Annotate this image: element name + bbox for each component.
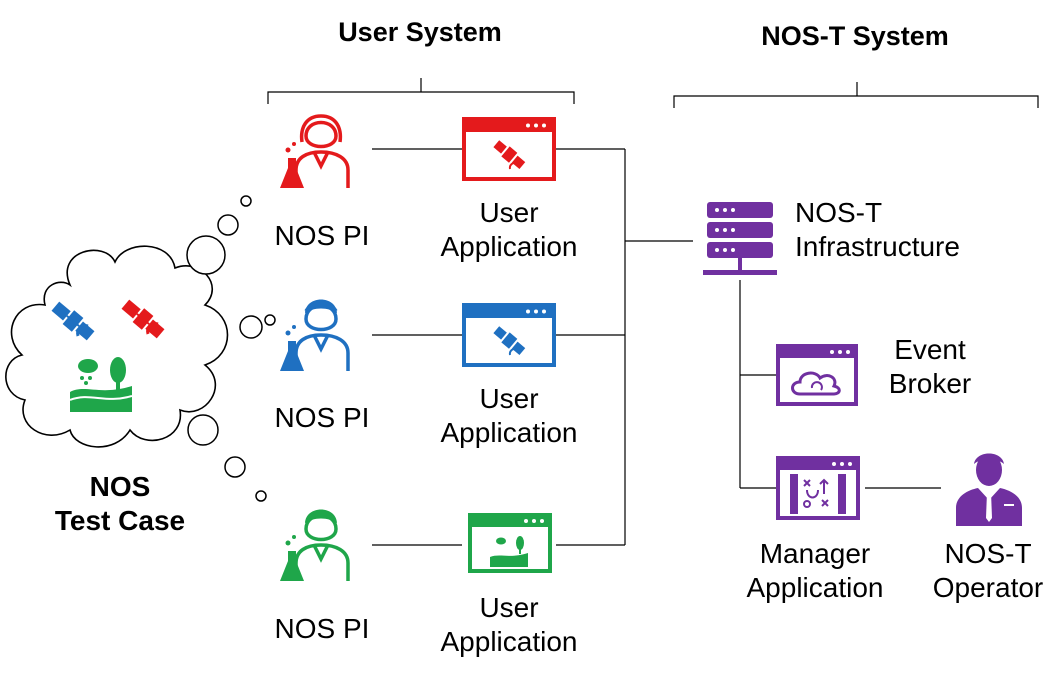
- event-broker-label: Event Broker: [888, 334, 972, 399]
- user-system-brace: [267, 78, 575, 104]
- nos-test-case-label: NOS Test Case: [54, 471, 186, 536]
- server-icon: [703, 202, 777, 275]
- user-application-label: User Application: [440, 197, 578, 262]
- thought-bubble: [255, 490, 267, 502]
- thought-bubble: [187, 414, 219, 446]
- application-window-icon: [462, 117, 556, 181]
- nost-system-brace: [673, 82, 1039, 108]
- user-application-label: User Application: [440, 383, 578, 448]
- scientist-icon: [280, 299, 350, 371]
- nost-system-heading: NOS-T System: [761, 21, 949, 51]
- nost-operator-label: NOS-T Operator: [932, 538, 1044, 603]
- manager-application-label: Manager Application: [746, 538, 884, 603]
- application-window-icon: [468, 513, 552, 573]
- satellite-icon: [121, 299, 165, 339]
- operator-icon: [956, 453, 1022, 526]
- scientist-icon: [280, 114, 350, 188]
- application-window-icon: [462, 303, 556, 367]
- user-system-heading: User System: [338, 17, 502, 47]
- thought-bubble: [240, 195, 252, 207]
- pi-label: NOS PI: [274, 613, 370, 644]
- cloud-sync-window-icon: [776, 344, 858, 406]
- strategy-window-icon: [776, 456, 860, 520]
- landscape-icon: [70, 357, 132, 412]
- satellite-icon: [51, 301, 95, 341]
- scientist-icon: [280, 509, 350, 581]
- thought-cloud: [5, 245, 229, 448]
- thought-bubble: [239, 315, 263, 339]
- user-application-label: User Application: [440, 592, 578, 657]
- thought-bubble: [186, 235, 226, 275]
- infrastructure-label: NOS-T Infrastructure: [795, 197, 960, 262]
- pi-label: NOS PI: [274, 220, 370, 251]
- pi-label: NOS PI: [274, 402, 370, 433]
- thought-bubble: [224, 456, 246, 478]
- thought-bubble: [217, 214, 239, 236]
- thought-bubble: [264, 314, 276, 326]
